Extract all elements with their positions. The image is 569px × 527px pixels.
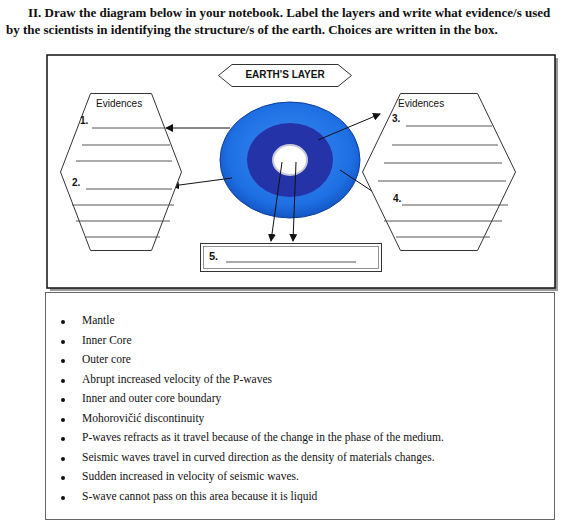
choice-item: Mohorovičić discontinuity bbox=[82, 412, 204, 424]
blank-line bbox=[76, 161, 172, 162]
heading-text: Evidences bbox=[96, 98, 142, 109]
blank-line bbox=[402, 205, 508, 206]
choice-item: Mantle bbox=[82, 314, 115, 326]
hexagon-outline bbox=[61, 94, 182, 251]
blank-line bbox=[226, 262, 356, 263]
leader-arrow bbox=[166, 128, 230, 129]
blank-line bbox=[384, 221, 502, 222]
node-outline bbox=[60, 93, 182, 251]
bullet-dot bbox=[61, 379, 65, 383]
node-outline bbox=[362, 93, 516, 251]
bullet-dot bbox=[61, 320, 65, 324]
node-outline bbox=[45, 292, 555, 520]
page-title: II. Draw the diagram below in your noteb… bbox=[6, 4, 563, 38]
box-outline bbox=[201, 244, 382, 272]
callout-number: 1. bbox=[80, 115, 88, 126]
bullet-dot bbox=[61, 398, 65, 402]
choice-item: S-wave cannot pass on this area because … bbox=[82, 490, 317, 502]
callout-number: 3. bbox=[392, 113, 400, 124]
box-inner-outline bbox=[204, 247, 379, 269]
bullet-dot bbox=[61, 457, 65, 461]
bullet-dot bbox=[61, 437, 65, 441]
blank-line bbox=[396, 237, 490, 238]
node-outline bbox=[200, 243, 382, 272]
evidence-hexagon: Evidences 3. 4. bbox=[362, 93, 516, 251]
choice-item: Seismic waves travel in curved direction… bbox=[82, 451, 435, 463]
blank-line bbox=[392, 145, 498, 146]
bullet-dot bbox=[61, 496, 65, 500]
diagram-frame bbox=[47, 55, 555, 288]
box-outline bbox=[46, 293, 555, 520]
blank-line bbox=[72, 205, 174, 206]
choice-item: P-waves refracts as it travel because of… bbox=[82, 431, 444, 443]
bullet-dot bbox=[61, 359, 65, 363]
leader-arrow bbox=[293, 162, 296, 241]
bullet-dot bbox=[61, 418, 65, 422]
blank-line bbox=[92, 128, 165, 129]
outer-core-layer bbox=[247, 123, 333, 197]
blank-line bbox=[76, 221, 170, 222]
callout-number: 5. bbox=[209, 250, 218, 262]
evidence-hexagon: Evidences 1. 2. bbox=[60, 93, 182, 251]
leader-arrow bbox=[318, 114, 380, 140]
crust-mantle-layer bbox=[220, 102, 360, 218]
blank-line bbox=[384, 163, 502, 164]
blank-line bbox=[86, 237, 160, 238]
bullet-dot bbox=[61, 340, 65, 344]
inner-core-layer bbox=[273, 145, 307, 175]
choice-item: Inner Core bbox=[82, 334, 132, 346]
blank-line bbox=[86, 189, 172, 190]
heading-text: Evidences bbox=[398, 98, 444, 109]
answer-box: 5. bbox=[200, 243, 382, 272]
choices-box: MantleInner CoreOuter coreAbrupt increas… bbox=[45, 292, 555, 520]
hexagon-outline bbox=[363, 94, 516, 251]
hexagon-outline bbox=[219, 65, 352, 87]
title-banner: EARTH'S LAYER bbox=[218, 64, 352, 87]
bullet-dot bbox=[61, 476, 65, 480]
choice-item: Abrupt increased velocity of the P-waves bbox=[82, 373, 272, 385]
leader-arrow bbox=[271, 162, 282, 241]
leader-arrow bbox=[172, 178, 232, 186]
choice-item: Inner and outer core boundary bbox=[82, 392, 221, 404]
callout-number: 4. bbox=[393, 193, 401, 204]
choice-item: Outer core bbox=[82, 353, 131, 365]
blank-line bbox=[82, 145, 170, 146]
choice-item: Sudden increased in velocity of seismic … bbox=[82, 470, 299, 482]
earth-outline bbox=[220, 102, 360, 218]
blank-line bbox=[378, 181, 506, 182]
blank-line bbox=[406, 126, 492, 127]
callout-number: 2. bbox=[72, 177, 80, 188]
heading-text: EARTH'S LAYER bbox=[245, 69, 324, 80]
